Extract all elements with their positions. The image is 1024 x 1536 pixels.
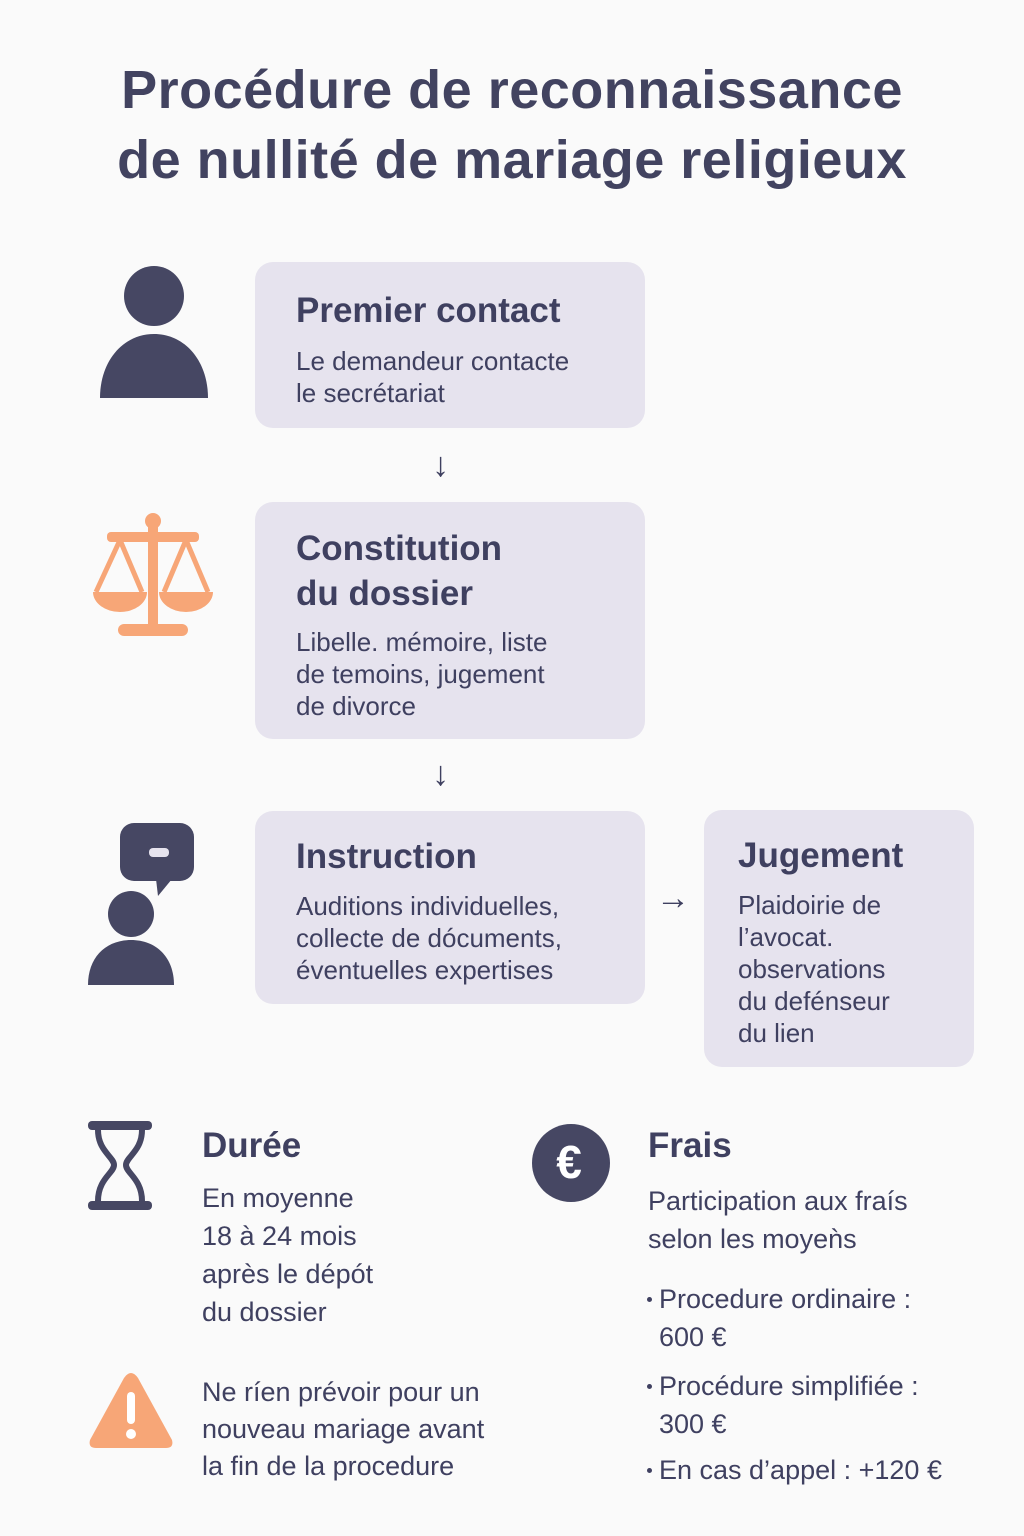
step-text: Auditions individuelles, collecte de dóc…	[296, 891, 562, 985]
step-premier-contact: Premier contact Le demandeur contacte le…	[255, 262, 645, 428]
page-title: Procédure de reconnaissance de nullité d…	[117, 60, 907, 190]
step-title: Premier contact	[296, 291, 561, 330]
warning-icon	[89, 1373, 173, 1448]
step-jugement: Jugement Plaidoirie de l’avocat. observa…	[704, 810, 974, 1067]
warning-text: Ne ríen prévoir pour un nouveau mariage …	[202, 1377, 485, 1481]
arrow-down-icon: ↓	[432, 755, 449, 793]
fees-text: Participation aux fraís selon les moyeǹs	[648, 1186, 908, 1254]
fee-item: Procédure simplifiée : 300 €	[645, 1367, 919, 1443]
scales-icon	[93, 513, 213, 636]
svg-text:€: €	[556, 1136, 582, 1188]
step-text: Libelle. mémoire, liste de temoins, juge…	[296, 627, 548, 721]
hourglass-icon	[88, 1121, 152, 1210]
step-constitution-dossier: Constitution du dossier Libelle. mémoire…	[255, 502, 645, 739]
step-title: Constitution du dossier	[296, 529, 503, 613]
duration-title: Durée	[202, 1126, 302, 1165]
step-text: Le demandeur contacte le secrétariat	[296, 346, 570, 408]
fees-title: Frais	[648, 1126, 732, 1165]
fee-item: Procedure ordinaire : 600 €	[645, 1280, 911, 1356]
step-title: Jugement	[738, 836, 904, 875]
step-instruction: Instruction Auditions individuelles, col…	[255, 811, 645, 1004]
step-title: Instruction	[296, 837, 477, 876]
arrow-right-icon: →	[656, 879, 690, 917]
step-text: Plaidoirie de l’avocat. observations du …	[738, 890, 890, 1048]
duration-text: En moyenne 18 à 24 mois après le dépót d…	[202, 1183, 374, 1327]
euro-icon: €	[532, 1124, 610, 1202]
person-speech-icon	[88, 823, 194, 985]
fee-item: En cas d’appel : +120 €	[645, 1451, 942, 1489]
arrow-down-icon: ↓	[432, 446, 449, 484]
person-icon	[100, 266, 208, 398]
